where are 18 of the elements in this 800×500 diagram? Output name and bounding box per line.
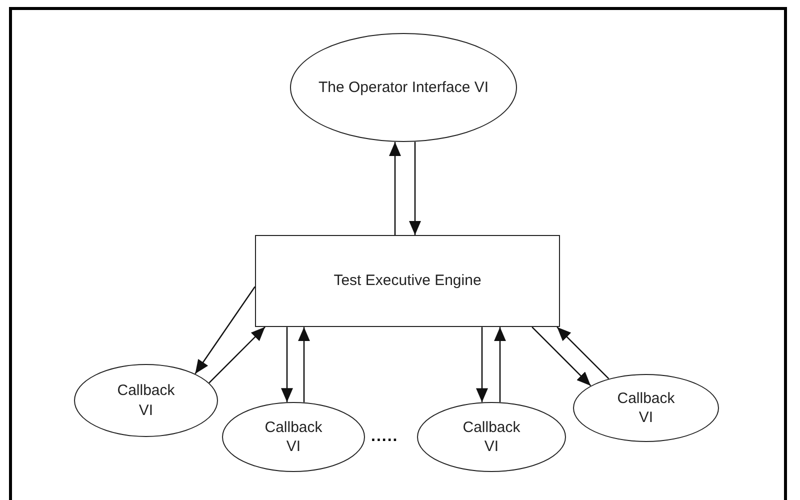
node-label: Callback VI <box>264 418 324 456</box>
arrow <box>208 326 266 384</box>
arrow <box>281 327 293 402</box>
node-label: The Operator Interface VI <box>317 78 490 98</box>
arrow <box>494 327 506 402</box>
node-label: Callback VI <box>616 388 676 428</box>
arrow <box>532 326 592 386</box>
node-label: Test Executive Engine <box>332 271 482 291</box>
node-label: Callback VI <box>462 418 522 456</box>
arrow <box>556 326 610 380</box>
node-label: Callback VI <box>116 381 176 420</box>
arrow <box>298 327 310 402</box>
process-box <box>255 235 560 327</box>
arrow <box>409 142 421 235</box>
arrow <box>389 142 401 235</box>
ellipsis-label: ..... <box>371 428 398 446</box>
arrow <box>194 286 256 374</box>
arrow <box>476 327 488 402</box>
